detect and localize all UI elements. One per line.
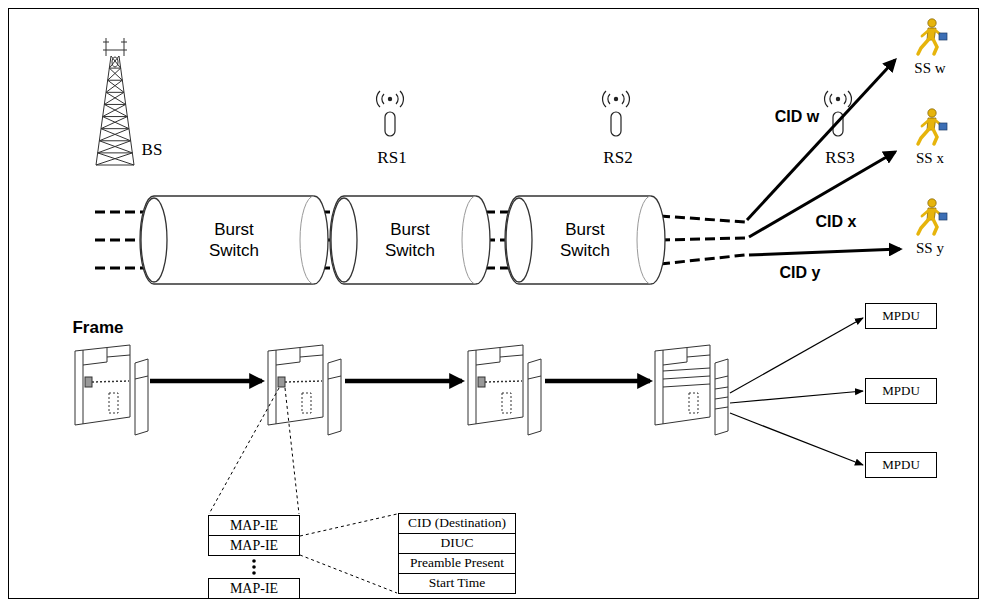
connection-label: CID w xyxy=(775,108,819,126)
subscriber-figure xyxy=(918,19,947,234)
subscriber-label: SS x xyxy=(916,150,944,167)
node-text: Preamble Present xyxy=(410,556,504,571)
mpdu-box: MPDU xyxy=(865,452,937,478)
node-text: DIUC xyxy=(441,536,474,551)
relay-antenna xyxy=(377,91,404,136)
station-label: RS1 xyxy=(377,148,406,168)
node-text: Burst Switch xyxy=(549,219,621,262)
connection-label: CID x xyxy=(816,213,857,231)
node-text: MPDU xyxy=(882,458,920,472)
field-cell: Start Time xyxy=(398,573,516,594)
relay-antenna xyxy=(603,91,630,136)
node-text: MPDU xyxy=(882,384,920,398)
burst-switch: Burst Switch xyxy=(140,196,328,284)
frame-icon xyxy=(75,345,728,435)
cylinder-outline xyxy=(330,196,490,284)
node-text: Start Time xyxy=(429,576,486,591)
frame-border xyxy=(9,9,979,599)
map-ie-box: MAP-IE xyxy=(208,535,300,556)
zoom-leader xyxy=(209,388,397,593)
node-text: MAP-IE xyxy=(230,581,278,596)
node-text: MAP-IE xyxy=(230,518,278,533)
station-label: RS2 xyxy=(603,148,632,168)
station-label: RS3 xyxy=(825,148,854,168)
ellipsis-dots xyxy=(252,559,256,575)
field-cell: Preamble Present xyxy=(398,553,516,574)
burst-switch: Burst Switch xyxy=(505,196,665,284)
node-text: Burst Switch xyxy=(198,219,270,262)
cid-arrow xyxy=(747,60,900,255)
mpdu-box: MPDU xyxy=(865,378,937,404)
mpdu-arrow xyxy=(730,318,863,465)
cylinder-outline xyxy=(505,196,665,284)
connection-label: CID y xyxy=(780,264,821,282)
mpdu-box: MPDU xyxy=(865,303,937,329)
node-text: Burst Switch xyxy=(374,219,446,262)
frame-label: Frame xyxy=(72,318,123,338)
subscriber-label: SS y xyxy=(916,240,944,257)
base-station-tower xyxy=(96,38,134,165)
forward-arrow xyxy=(150,379,650,384)
cylinder-outline xyxy=(140,196,328,284)
subscriber-label: SS w xyxy=(914,60,945,77)
node-text: CID (Destination) xyxy=(408,516,506,531)
map-ie-box: MAP-IE xyxy=(208,578,300,599)
field-cell: DIUC xyxy=(398,533,516,554)
node-text: MPDU xyxy=(882,309,920,323)
map-ie-box: MAP-IE xyxy=(208,515,300,536)
burst-switch: Burst Switch xyxy=(330,196,490,284)
station-label: BS xyxy=(142,140,163,160)
node-text: MAP-IE xyxy=(230,538,278,553)
field-cell: CID (Destination) xyxy=(398,513,516,534)
